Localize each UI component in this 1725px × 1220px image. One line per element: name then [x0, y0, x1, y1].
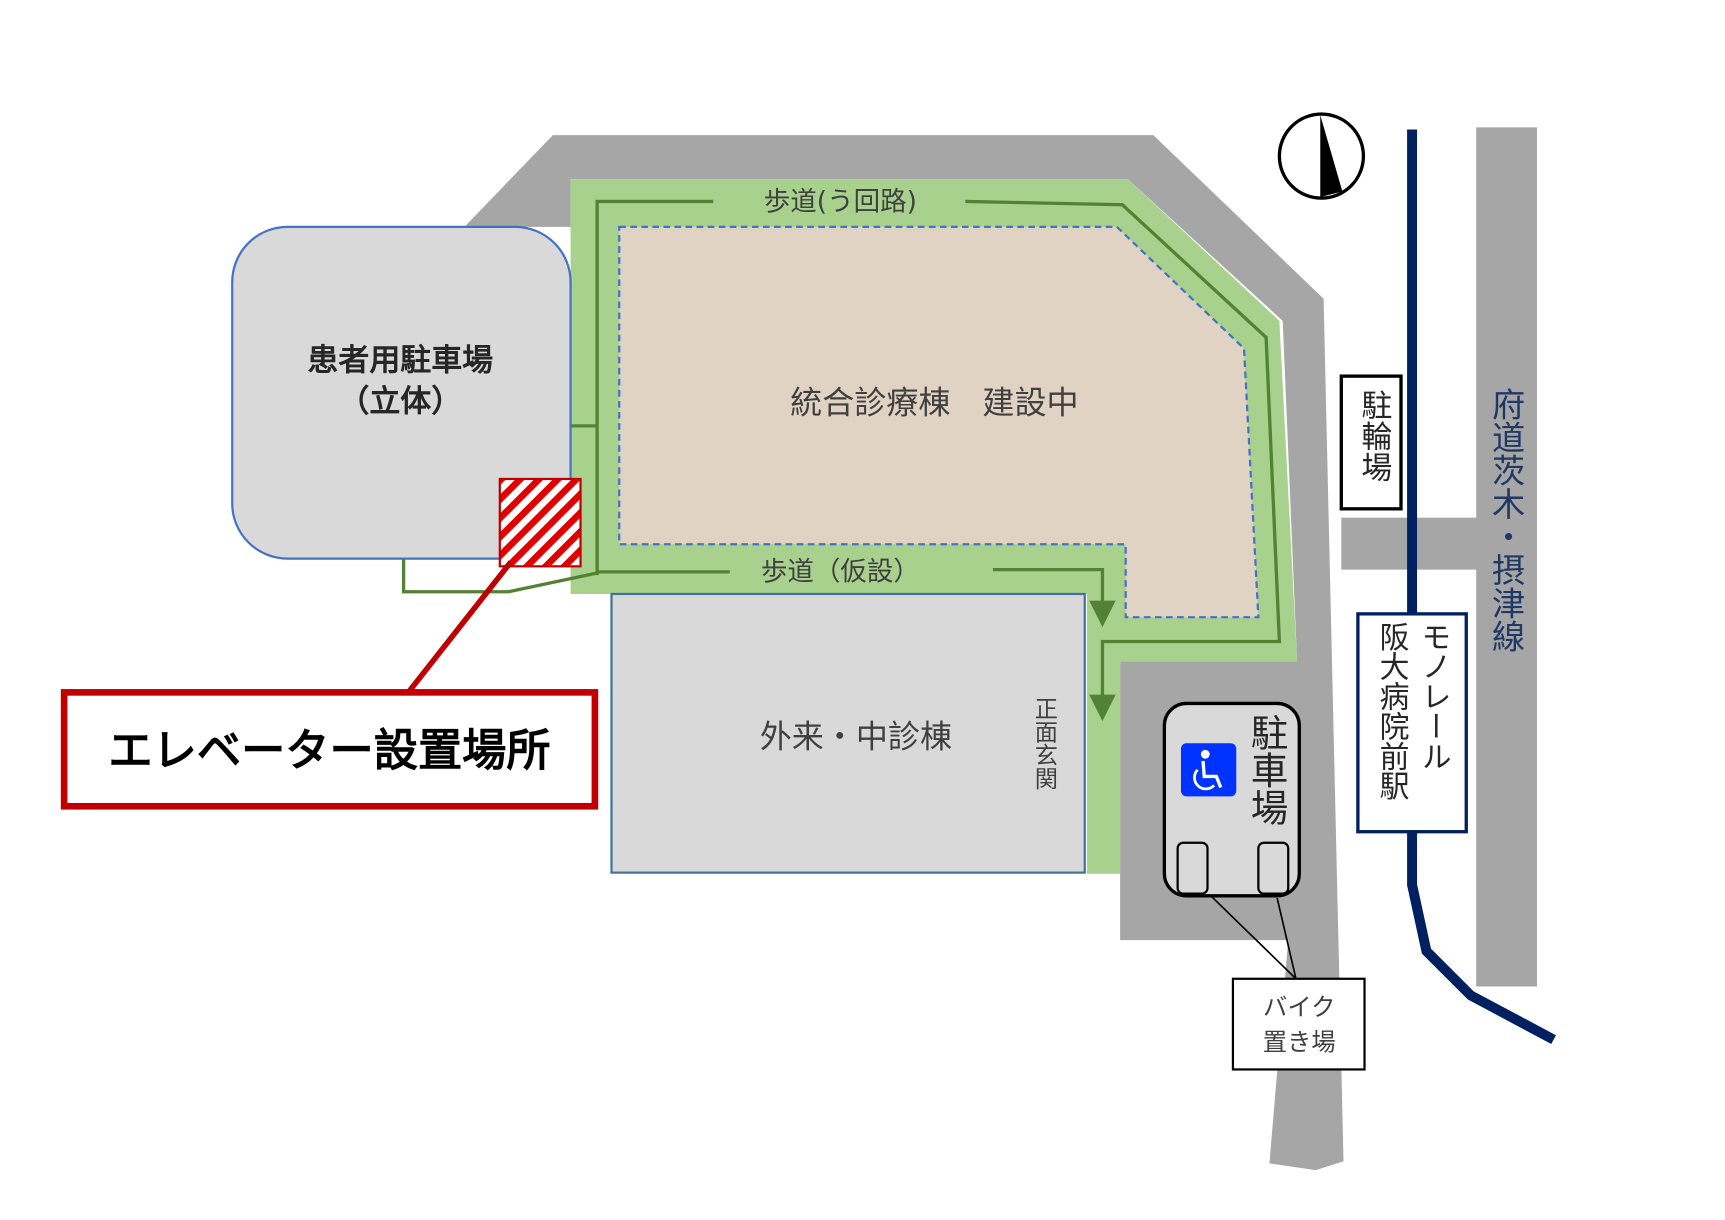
elevator-callout-box: [60, 689, 599, 810]
motorbike-slot: [1176, 841, 1209, 895]
elevator-site-hatch: [498, 477, 582, 568]
construction-building-label: 統合診療棟 建設中: [790, 384, 1078, 422]
bicycle-parking-box: [1339, 374, 1403, 511]
motorbike-slot: [1257, 841, 1290, 895]
main-entrance-label: 正面玄関: [1030, 697, 1057, 790]
construction-site: [618, 225, 1260, 619]
station-label: 阪大病院前駅: [1374, 622, 1410, 802]
patient-parking-label: 患者用駐車場: [307, 343, 493, 379]
accessible-parking-label: 駐車場: [1244, 713, 1288, 826]
motorbike-parking-label: バイク: [1263, 992, 1335, 1021]
station-box: [1356, 612, 1468, 834]
north-arrow-icon: [1277, 112, 1366, 200]
wheelchair-icon: [1180, 743, 1237, 797]
patient-parking-garage: [231, 225, 572, 560]
outpatient-building-label: 外来・中診棟: [760, 718, 952, 756]
prefectural-road-label: 府道茨木・摂津線: [1487, 387, 1526, 652]
motorbike-callout-line: [1276, 897, 1297, 979]
motorbike-callout-line: [1210, 895, 1297, 980]
motorbike-parking-box: [1231, 977, 1366, 1071]
road-prefectural: [1476, 127, 1538, 987]
elevator-location-label: エレベーター設置場所: [108, 725, 550, 776]
bicycle-parking-label: 駐輪場: [1355, 389, 1391, 482]
monorail-label: モノレール: [1416, 622, 1451, 771]
motorbike-parking-sublabel: 置き場: [1263, 1028, 1336, 1057]
detour-sidewalk-label: 歩道(う回路): [764, 186, 917, 217]
elevator-callout-line: [406, 560, 514, 693]
road-main: [464, 135, 1344, 1171]
temp-sidewalk-label: 歩道（仮設）: [761, 557, 920, 588]
outpatient-building: [610, 592, 1086, 874]
patient-parking-sublabel: （立体）: [338, 384, 462, 420]
